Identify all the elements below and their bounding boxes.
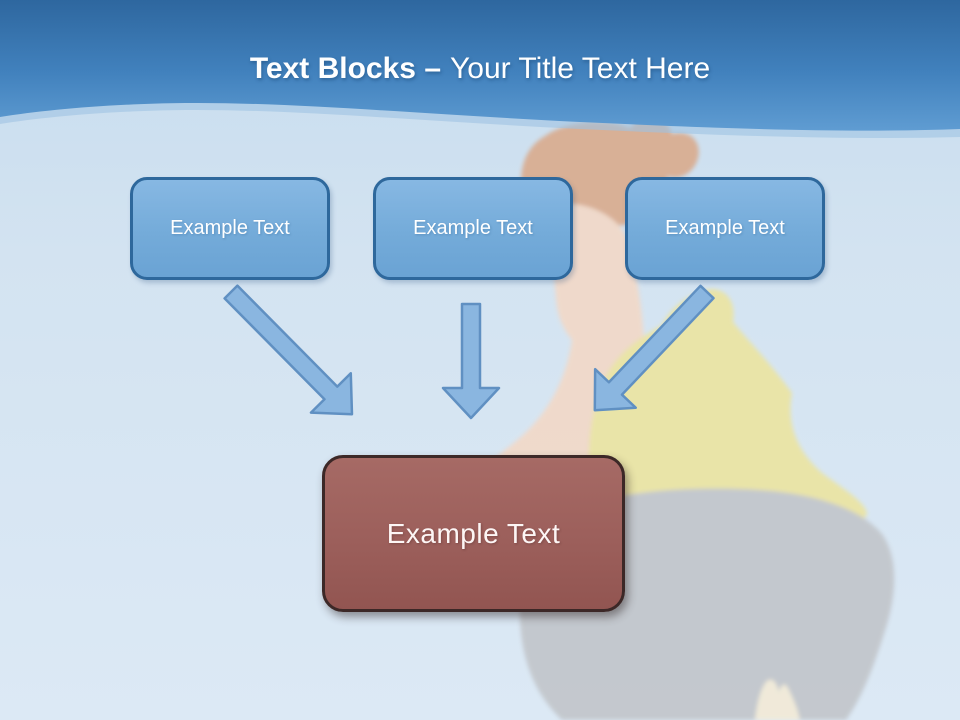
text-block-3[interactable]: Example Text [625, 177, 825, 280]
title-regular-text: Your Title Text Here [450, 52, 711, 85]
header-band [0, 0, 960, 150]
arrow-down-left-icon[interactable] [574, 273, 727, 430]
center-text-block[interactable]: Example Text [322, 455, 625, 612]
text-block-2-label: Example Text [413, 217, 533, 239]
center-text-block-label: Example Text [386, 517, 561, 549]
title-bold-text: Text Blocks – [249, 52, 442, 85]
figure-yellow-top [588, 289, 867, 550]
text-block-2[interactable]: Example Text [373, 177, 573, 280]
slide-title[interactable]: Text Blocks –Your Title Text Here [0, 52, 960, 85]
text-block-1-label: Example Text [170, 217, 290, 239]
text-block-1[interactable]: Example Text [130, 177, 330, 280]
arrow-down-right-icon[interactable] [211, 272, 372, 434]
figure-shoe [755, 679, 800, 720]
text-block-3-label: Example Text [665, 217, 785, 239]
arrow-down-icon[interactable] [441, 302, 501, 420]
header-wave [0, 0, 960, 131]
